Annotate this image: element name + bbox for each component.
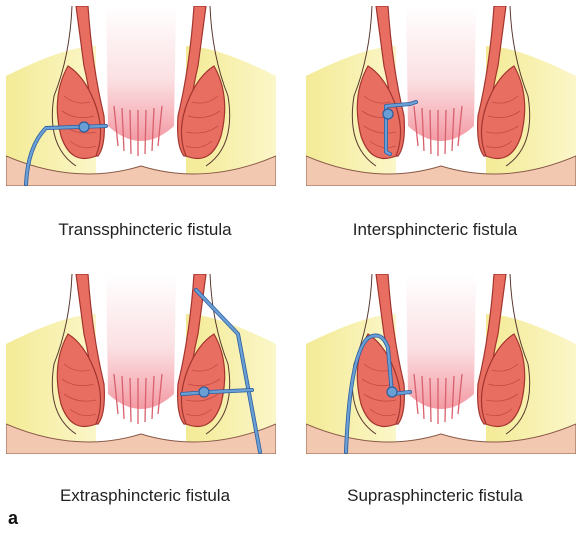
caption-extrasphincteric: Extrasphincteric fistula <box>0 486 290 506</box>
figure-label: a <box>8 508 18 529</box>
caption-suprasphincteric: Suprasphincteric fistula <box>290 486 580 506</box>
diagram-suprasphincteric <box>306 274 576 454</box>
caption-transsphincteric: Transsphincteric fistula <box>0 220 290 240</box>
diagram-transsphincteric <box>6 6 276 186</box>
diagram-intersphincteric <box>306 6 576 186</box>
caption-intersphincteric: Intersphincteric fistula <box>290 220 580 240</box>
diagram-extrasphincteric <box>6 274 276 454</box>
